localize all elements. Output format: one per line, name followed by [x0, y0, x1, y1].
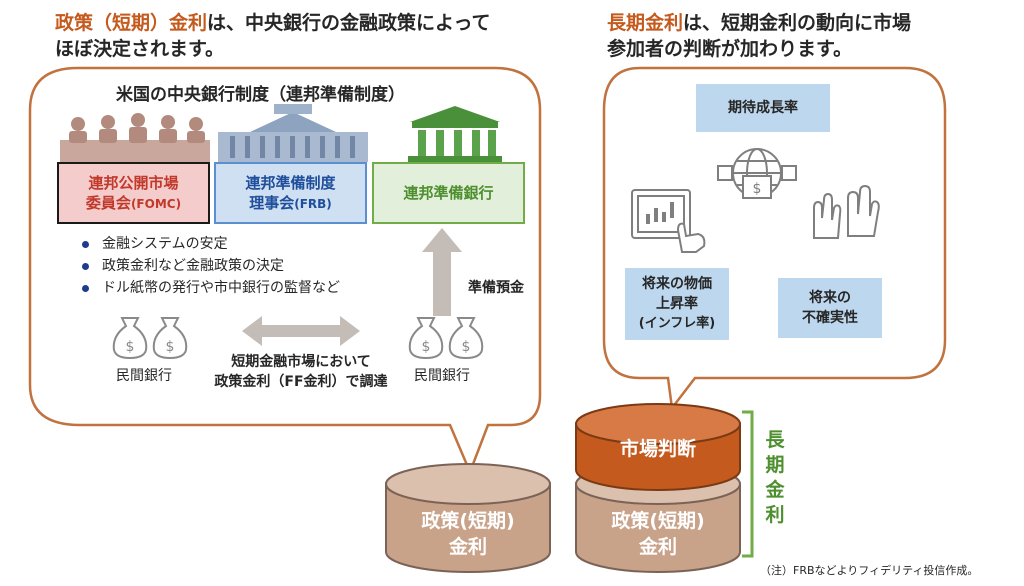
fed-role-item: ドル紙幣の発行や市中銀行の監督など	[76, 277, 340, 299]
uncertainty-line2: 不確実性	[802, 310, 858, 326]
bank-columns-icon	[408, 106, 502, 162]
globe-dollar-icon: $	[717, 148, 797, 199]
meeting-people-icon	[60, 113, 210, 162]
long-term-bracket	[742, 410, 754, 558]
frb-abbr: (FRB)	[294, 196, 332, 211]
money-market-line2: 政策金利（FF金利）で調達	[214, 374, 388, 390]
expected-growth-label: 期待成長率	[728, 100, 798, 116]
reserve-up-arrow	[422, 228, 462, 316]
government-building-icon	[218, 104, 368, 162]
fomc-line1: 連邦公開市場	[88, 173, 179, 192]
tablet-chart-icon	[631, 189, 706, 253]
expected-growth-box: 期待成長率	[696, 84, 830, 132]
left-heading-line1: 政策（短期）金利は、中央銀行の金融政策によって	[55, 10, 491, 36]
long-term-rate-label: 長 期 金 利	[763, 428, 787, 528]
svg-text:$: $	[126, 339, 135, 355]
left-heading: 政策（短期）金利は、中央銀行の金融政策によって ほぼ決定されます。	[55, 10, 491, 62]
right-cylinder-line2: 金利	[638, 536, 677, 558]
left-cylinder-line1: 政策(短期)	[421, 510, 515, 532]
right-cylinder-label: 政策(短期) 金利	[576, 508, 740, 560]
raised-hands-icon	[813, 184, 880, 239]
fomc-box: 連邦公開市場 委員会(FOMC)	[57, 162, 210, 224]
fed-illustrations	[60, 104, 502, 162]
right-heading: 長期金利は、短期金利の動向に市場 参加者の判断が加わります。	[607, 10, 911, 62]
frb-line2: 理事会(FRB)	[249, 193, 332, 214]
svg-text:$: $	[753, 181, 762, 197]
left-heading-rest: は、中央銀行の金融政策によって	[207, 12, 491, 34]
left-heading-accent: 政策（短期）金利	[55, 12, 208, 34]
federal-reserve-bank-box: 連邦準備銀行	[372, 162, 525, 224]
inflation-line2: 上昇率	[656, 296, 698, 312]
frb-box: 連邦準備制度 理事会(FRB)	[214, 162, 367, 224]
left-rate-cylinder	[385, 463, 551, 573]
money-bag-icon: $ $	[112, 317, 188, 360]
market-judgment-cylinder	[575, 403, 741, 491]
source-note: （注）FRBなどよりフィデリティ投信作成。	[760, 564, 979, 577]
frb-board-label: 理事会	[249, 193, 295, 212]
inflation-box: 将来の物価 上昇率 (インフレ率)	[625, 268, 729, 340]
reserve-deposit-label: 準備預金	[468, 280, 524, 296]
right-heading-line1: 長期金利は、短期金利の動向に市場	[607, 10, 911, 36]
fomc-line2: 委員会(FOMC)	[86, 193, 181, 214]
long-term-char: 長	[765, 429, 785, 451]
fed-role-list: 金融システムの安定 政策金利など金融政策の決定 ドル紙幣の発行や市中銀行の監督な…	[76, 233, 340, 299]
left-heading-line2: ほぼ決定されます。	[55, 38, 225, 60]
svg-text:$: $	[462, 339, 471, 355]
long-term-char: 金	[765, 479, 785, 501]
market-judgment-label: 市場判断	[619, 438, 696, 460]
frb-line1: 連邦準備制度	[245, 173, 336, 192]
federal-reserve-bank-label: 連邦準備銀行	[403, 184, 494, 202]
svg-text:$: $	[166, 339, 175, 355]
long-term-char: 期	[765, 454, 785, 476]
fomc-committee-label: 委員会	[85, 193, 131, 212]
fed-title: 米国の中央銀行制度（連邦準備制度）	[116, 85, 405, 105]
double-arrow	[242, 316, 360, 346]
left-cylinder-line2: 金利	[448, 536, 487, 558]
inflation-line3: (インフレ率)	[638, 316, 716, 331]
money-market-note: 短期金融市場において 政策金利（FF金利）で調達	[196, 352, 406, 392]
right-heading-accent: 長期金利	[607, 12, 684, 34]
right-heading-line2: 参加者の判断が加わります。	[607, 38, 853, 60]
inflation-line1: 将来の物価	[642, 276, 712, 292]
money-market-line1: 短期金融市場において	[231, 354, 371, 370]
svg-text:$: $	[422, 339, 431, 355]
fed-role-item: 政策金利など金融政策の決定	[76, 255, 340, 277]
fomc-abbr: (FOMC)	[130, 196, 182, 211]
private-bank-right-label: 民間銀行	[414, 368, 470, 384]
left-cylinder-label: 政策(短期) 金利	[386, 508, 550, 560]
right-cylinder-line1: 政策(短期)	[611, 510, 705, 532]
uncertainty-line1: 将来の	[809, 290, 851, 306]
long-term-char: 利	[765, 504, 785, 526]
uncertainty-box: 将来の 不確実性	[778, 278, 882, 338]
fed-role-item: 金融システムの安定	[76, 233, 340, 255]
money-bag-icon: $ $	[408, 317, 484, 360]
right-heading-rest: は、短期金利の動向に市場	[683, 12, 912, 34]
private-bank-left-label: 民間銀行	[116, 368, 172, 384]
